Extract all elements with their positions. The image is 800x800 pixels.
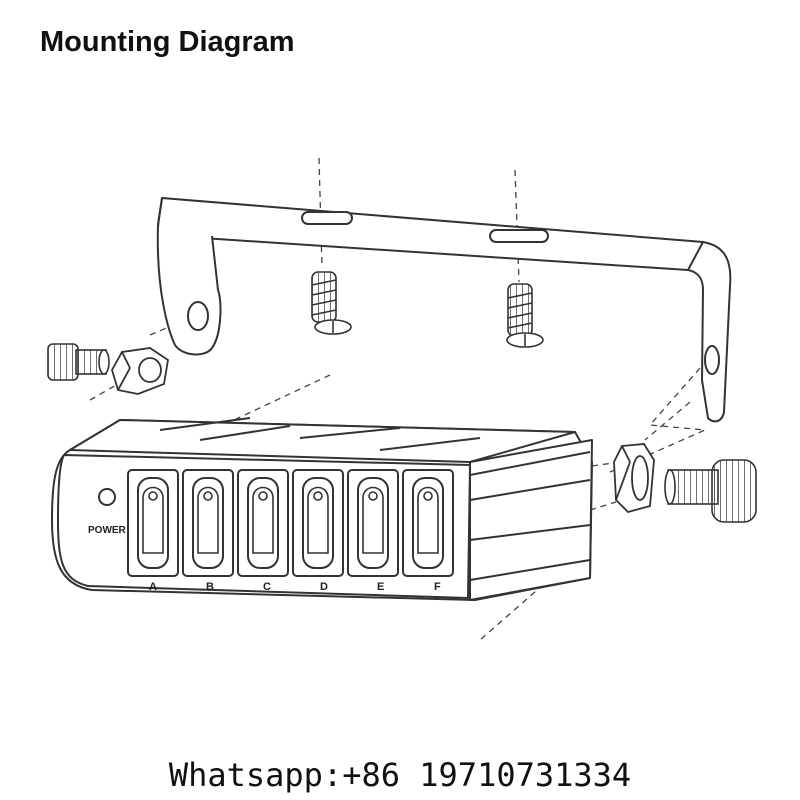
rocker-switch-b[interactable]: B xyxy=(182,469,234,593)
screw-icon xyxy=(311,271,352,335)
bracket-slot-left xyxy=(301,211,353,225)
rocker-switch-f[interactable]: F xyxy=(402,469,454,593)
whatsapp-contact: Whatsapp:+86 19710731334 xyxy=(168,756,632,794)
switch-label: D xyxy=(320,581,328,593)
power-label: POWER xyxy=(88,525,127,536)
mounting-bracket xyxy=(156,197,732,423)
switch-label: E xyxy=(377,581,384,593)
switch-indicator-icon xyxy=(258,491,268,501)
power-led-icon xyxy=(98,488,116,506)
screw-icon xyxy=(506,283,544,348)
rocker-switch-a[interactable]: A xyxy=(127,469,179,593)
rocker-switch-e[interactable]: E xyxy=(347,469,399,593)
switch-indicator-icon xyxy=(368,491,378,501)
switch-label: B xyxy=(206,581,214,593)
switch-label: C xyxy=(263,581,271,593)
rocker-switch-c[interactable]: C xyxy=(237,469,289,593)
nut-icon xyxy=(111,347,169,395)
knob-bolt-icon xyxy=(664,459,757,523)
switch-row: A B C D E F xyxy=(127,469,454,593)
switch-indicator-icon xyxy=(423,491,433,501)
knob-bolt-icon xyxy=(47,343,110,381)
nut-icon xyxy=(613,443,655,514)
switch-label: A xyxy=(149,581,157,593)
page-title: Mounting Diagram xyxy=(40,26,295,58)
switch-indicator-icon xyxy=(148,491,158,501)
switch-indicator-icon xyxy=(313,491,323,501)
switch-label: F xyxy=(434,581,441,593)
switch-indicator-icon xyxy=(203,491,213,501)
rocker-switch-d[interactable]: D xyxy=(292,469,344,593)
bracket-slot-right xyxy=(489,229,549,243)
